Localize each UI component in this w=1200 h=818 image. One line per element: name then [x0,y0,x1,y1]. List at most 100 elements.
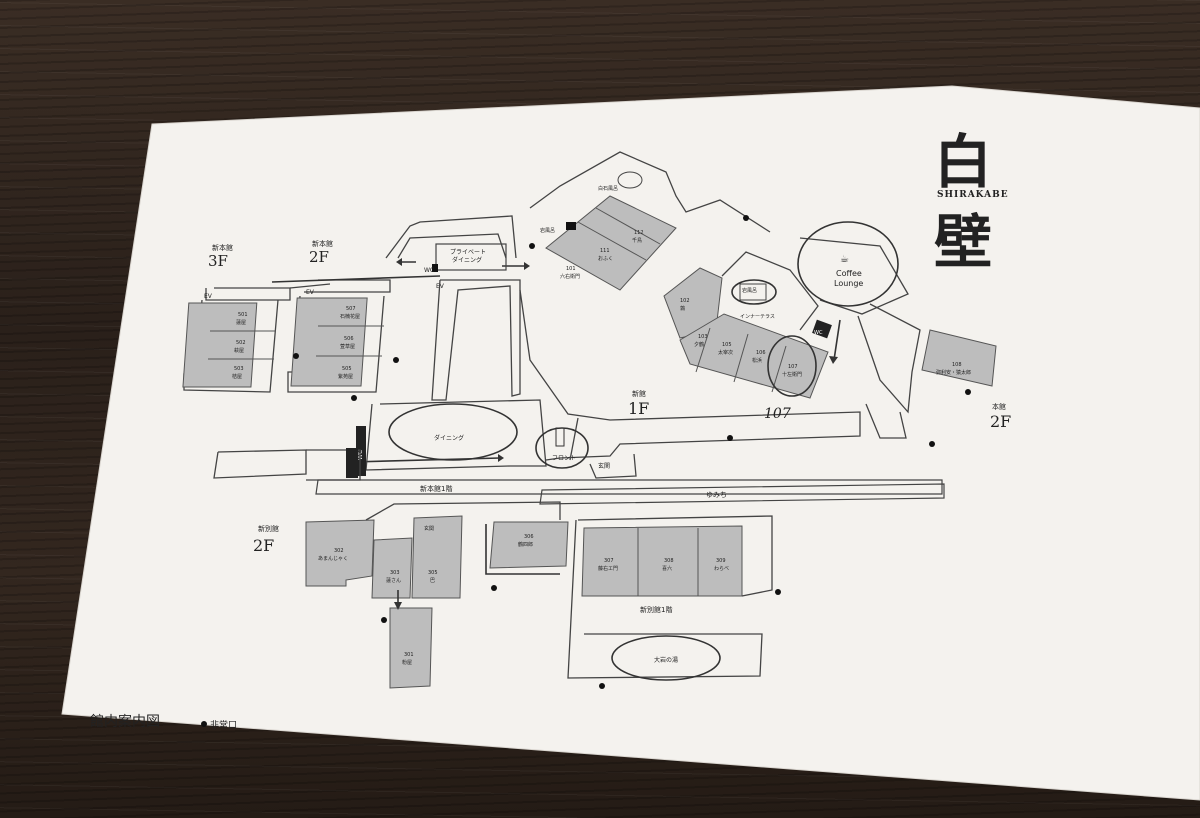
svg-text:309: 309 [716,558,726,564]
legend: 館内案内図 非常口 [90,713,237,731]
svg-text:WC: WC [424,267,434,274]
brand-kanji-shiro: 白 [934,128,992,196]
large-bath-label: 大岩の湯 [654,656,678,664]
svg-text:夕鶴: 夕鶴 [694,341,704,348]
svg-text:おふく: おふく [598,255,613,262]
label-shinbekkan-2f: 新別館 2F [253,524,279,555]
handdrawn-circle-bath [731,279,777,305]
svg-text:蓮さん: 蓮さん [386,577,401,584]
inner-terrace-label: インナーテラス [740,314,775,320]
entrance-label-1f: 玄関 [598,462,610,470]
svg-text:503: 503 [234,366,244,372]
lounge-label: Lounge [834,279,863,288]
shinhon-3f-block: EV 501 蓮屋 502 萩屋 503 桔屋 [182,287,291,393]
label-shinkan-1f: 新館 1F [628,389,649,418]
front-label: フロント [552,455,576,462]
svg-text:岩風呂: 岩風呂 [742,287,757,294]
wc-block-1f [356,426,366,476]
corridor-yumichi: ゆみち [706,491,727,499]
svg-text:六右衛門: 六右衛門 [560,273,580,280]
svg-text:507: 507 [346,306,356,312]
svg-text:501: 501 [238,312,248,318]
svg-text:105: 105 [722,342,732,348]
svg-text:わらべ: わらべ [714,565,729,572]
svg-text:新本館: 新本館 [212,243,233,252]
corridor-shinhon-1f: 新本館1階 [420,484,452,493]
coffee-lounge: ☕ Coffee Lounge [797,221,909,315]
corridors: 新本館1階 ゆみち [315,479,945,505]
svg-text:ダイニング: ダイニング [452,256,482,264]
svg-text:101: 101 [566,266,576,272]
svg-text:岩風呂: 岩風呂 [540,227,555,234]
legend-title: 館内案内図 [90,713,160,730]
svg-text:3F: 3F [208,252,228,270]
svg-text:111: 111 [600,248,610,254]
svg-text:EV: EV [436,283,445,290]
handdrawn-circle-large-bath [611,635,721,681]
svg-text:新別館: 新別館 [258,524,279,533]
svg-text:308: 308 [664,558,674,564]
east-wing-rooms: 102 鶉 103 夕鶴 105 太宰次 106 松浜 107 十左衛門 インナ… [663,251,832,399]
handdrawn-circle-dining [388,403,518,461]
bath-white-stone: 白石風呂 [598,185,618,192]
emergency-exit-legend-icon [201,721,207,727]
emergency-exit-dots [293,215,971,689]
coffee-label: Coffee [836,269,862,278]
entrance-label-2f: 玄関 [424,525,434,532]
svg-text:新館: 新館 [632,389,646,398]
handwritten-107: 107 [764,406,791,422]
svg-text:303: 303 [390,570,400,576]
shinhon-2f-block: EV 507 石楠花屋 506 萱草屋 505 紫苑屋 [287,279,391,393]
svg-text:太宰次: 太宰次 [718,349,733,356]
svg-text:2F: 2F [253,536,274,555]
svg-text:十左衛門: 十左衛門 [782,371,802,378]
svg-text:千鳥: 千鳥 [632,237,642,244]
svg-text:2F: 2F [309,248,329,266]
svg-text:石楠花屋: 石楠花屋 [340,313,360,320]
svg-text:306: 306 [524,534,534,540]
svg-text:502: 502 [236,340,246,346]
svg-text:鶉: 鶉 [680,305,685,312]
svg-text:松浜: 松浜 [752,357,762,364]
svg-text:2F: 2F [990,412,1011,431]
brand-kanji-kabe: 壁 [934,208,992,276]
svg-text:307: 307 [604,558,614,564]
svg-text:301: 301 [404,652,414,658]
svg-text:102: 102 [680,298,690,304]
legend-exit-label: 非常口 [210,719,237,731]
svg-text:WC: WC [814,330,823,336]
svg-text:505: 505 [342,366,352,372]
svg-text:弥利安・猿太郎: 弥利安・猿太郎 [936,369,971,376]
shinbekkan-1f-block: 307 藤右エ門 308 喜六 309 わらべ 新別館1階 大岩の湯 [567,515,773,681]
svg-text:蓮屋: 蓮屋 [236,319,246,326]
svg-text:EV: EV [306,289,315,296]
handdrawn-circle-front [535,427,589,469]
brand-romaji: SHIRAKABE [937,190,1009,200]
svg-text:302: 302 [334,548,344,554]
svg-text:1F: 1F [628,399,649,418]
svg-text:鶴四郎: 鶴四郎 [518,541,533,548]
svg-text:新本館: 新本館 [312,239,333,248]
handdrawn-circle-107 [767,335,817,397]
svg-text:紫苑屋: 紫苑屋 [338,373,353,380]
dining-label: ダイニング [434,434,464,442]
label-shinhon-2f: 新本館 2F [309,239,333,266]
svg-text:112: 112 [634,230,644,236]
coffee-cup-icon: ☕ [840,254,849,265]
svg-text:506: 506 [344,336,354,342]
ev-label: EV [204,293,213,300]
honkan-2f-block: 108 弥利安・猿太郎 [857,303,997,414]
private-dining: プライベート ダイニング WC EV [424,243,507,290]
svg-text:あまんじゃく: あまんじゃく [318,556,348,562]
label-shinhon-3f: 新本館 3F [208,243,233,270]
svg-text:喜六: 喜六 [662,565,672,572]
svg-text:106: 106 [756,350,766,356]
svg-text:藤右エ門: 藤右エ門 [598,565,618,572]
shinbekkan-2f-block: 302 あまんじゃく 303 蓮さん 305 巴 玄関 306 鶴四郎 301 … [305,501,569,689]
svg-text:粉屋: 粉屋 [402,659,412,666]
svg-text:萱草屋: 萱草屋 [340,343,355,350]
svg-text:萩屋: 萩屋 [234,347,244,354]
handdrawn-circle-coffee [797,221,899,307]
svg-text:プライベート: プライベート [450,249,486,256]
